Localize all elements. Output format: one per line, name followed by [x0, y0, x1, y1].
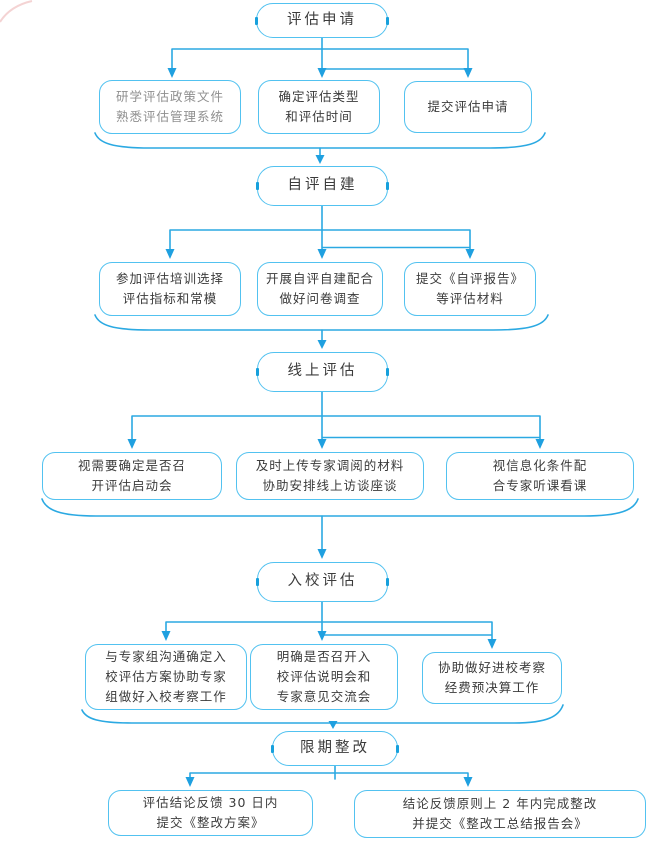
- selection-handle: [386, 368, 389, 376]
- selection-handle: [255, 16, 258, 25]
- node-text-line: 做好问卷调查: [279, 291, 361, 306]
- node-study-policy: 研学评估政策文件 熟悉评估管理系统: [99, 80, 241, 134]
- node-text-line: 及时上传专家调阅的材料: [255, 458, 405, 473]
- node-text-line: 开展自评自建配合: [265, 271, 374, 286]
- node-text-line: 研学评估政策文件: [115, 89, 224, 104]
- node-budget: 协助做好进校考察 经费预决算工作: [422, 652, 562, 704]
- page-corner-artifact: [0, 0, 33, 23]
- arrow-down-icon: [463, 68, 473, 78]
- selection-handle: [386, 578, 389, 586]
- node-text-line: 开评估启动会: [91, 478, 173, 493]
- arrow-down-icon: [317, 439, 327, 449]
- node-briefing-meeting: 明确是否召开入 校评估说明会和 专家意见交流会: [250, 644, 398, 710]
- node-text-line: 校评估方案协助专家: [105, 669, 227, 684]
- stage-label: 评估申请: [287, 11, 357, 28]
- selection-handle: [271, 744, 274, 753]
- arrow-down-icon: [463, 777, 473, 787]
- node-text-line: 提交《整改方案》: [156, 815, 265, 830]
- node-text-line: 提交评估申请: [427, 99, 509, 114]
- node-submit-report: 提交《自评报告》 等评估材料: [404, 262, 536, 316]
- node-text-line: 并提交《整改工总结报告会》: [412, 816, 588, 831]
- node-stage-onsite-eval: 入校评估: [256, 562, 389, 602]
- node-text-line: 和评估时间: [285, 109, 353, 124]
- arrow-down-icon: [167, 68, 177, 78]
- node-text-line: 参加评估培训选择: [115, 271, 224, 286]
- node-text-line: 评估结论反馈 30 日内: [142, 795, 279, 810]
- node-text-line: 协助安排线上访谈座谈: [262, 478, 398, 493]
- arrow-down-icon: [535, 439, 545, 449]
- stage-label: 自评自建: [287, 177, 358, 194]
- stage-label: 限期整改: [300, 739, 370, 756]
- selection-handle: [386, 16, 389, 25]
- node-text-line: 结论反馈原则上 2 年内完成整改: [402, 796, 598, 811]
- node-stage-rectification: 限期整改: [271, 731, 399, 766]
- node-text-line: 提交《自评报告》: [415, 271, 524, 286]
- arrow-down-icon: [487, 639, 497, 649]
- arrow-down-icon: [127, 439, 137, 449]
- node-text-line: 合专家听课看课: [492, 478, 588, 493]
- node-text-line: 协助做好进校考察: [437, 660, 546, 675]
- node-text-line: 视信息化条件配: [492, 458, 588, 473]
- arrow-down-icon: [317, 549, 327, 559]
- arrow-down-icon: [317, 340, 327, 349]
- node-text-line: 校评估说明会和: [276, 669, 372, 684]
- arrow-down-icon: [315, 155, 325, 164]
- node-stage-online-eval: 线上评估: [256, 352, 389, 392]
- selection-handle: [256, 578, 259, 586]
- stage-label: 入校评估: [287, 573, 358, 590]
- node-onsite-plan: 与专家组沟通确定入 校评估方案协助专家 组做好入校考察工作: [85, 644, 247, 710]
- arrow-down-icon: [317, 249, 327, 259]
- node-upload-materials: 及时上传专家调阅的材料 协助安排线上访谈座谈: [236, 452, 424, 500]
- arrow-down-icon: [161, 631, 171, 641]
- node-text-line: 确定评估类型: [278, 89, 360, 104]
- arrow-down-icon: [465, 249, 475, 259]
- node-text-line: 视需要确定是否召: [77, 458, 186, 473]
- node-stage-self-eval: 自评自建: [256, 166, 389, 206]
- node-text-line: 等评估材料: [436, 291, 504, 306]
- node-submit-application: 提交评估申请: [404, 81, 532, 133]
- arrow-down-icon: [185, 777, 195, 787]
- node-rectification-report: 结论反馈原则上 2 年内完成整改 并提交《整改工总结报告会》: [354, 790, 646, 838]
- node-rectification-plan: 评估结论反馈 30 日内 提交《整改方案》: [108, 790, 313, 836]
- node-determine-type: 确定评估类型 和评估时间: [258, 80, 380, 134]
- node-training-indicators: 参加评估培训选择 评估指标和常模: [99, 262, 241, 316]
- arrow-down-icon: [317, 631, 327, 641]
- selection-handle: [256, 368, 259, 376]
- node-self-eval-survey: 开展自评自建配合 做好问卷调查: [257, 262, 383, 316]
- node-text-line: 与专家组沟通确定入: [105, 649, 227, 664]
- node-kickoff-meeting: 视需要确定是否召 开评估启动会: [42, 452, 222, 500]
- node-text-line: 专家意见交流会: [276, 689, 372, 704]
- node-text-line: 经费预决算工作: [444, 680, 540, 695]
- selection-handle: [256, 182, 259, 190]
- node-text-line: 评估指标和常模: [122, 291, 218, 306]
- node-text-line: 组做好入校考察工作: [105, 689, 227, 704]
- arrow-down-icon: [317, 68, 327, 78]
- arrow-down-icon: [165, 249, 175, 259]
- node-text-line: 熟悉评估管理系统: [115, 109, 224, 124]
- arrow-down-icon: [328, 721, 338, 729]
- node-expert-observation: 视信息化条件配 合专家听课看课: [446, 452, 634, 500]
- node-stage-application: 评估申请: [255, 3, 389, 38]
- selection-handle: [396, 744, 399, 753]
- selection-handle: [386, 182, 389, 190]
- stage-label: 线上评估: [287, 363, 358, 380]
- node-text-line: 明确是否召开入: [276, 649, 372, 664]
